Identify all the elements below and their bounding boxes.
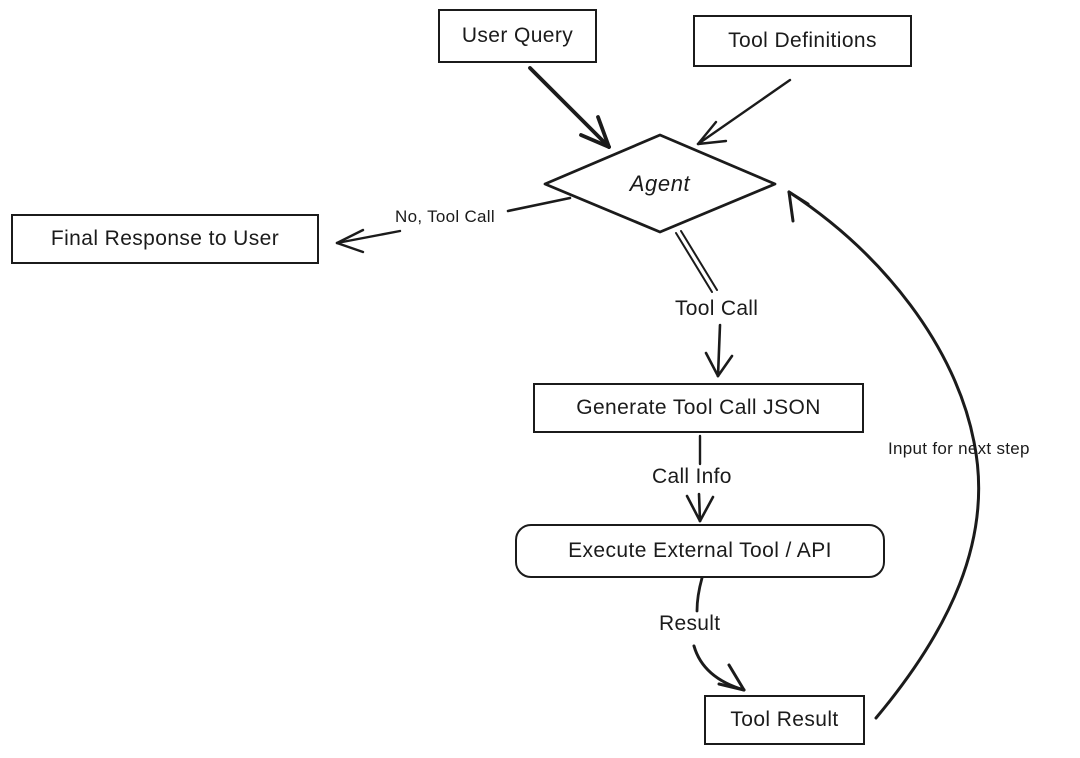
edge-label-call-info: Call Info [652, 465, 732, 488]
node-execute-external-tool-label: Execute External Tool / API [568, 539, 832, 562]
node-execute-external-tool: Execute External Tool / API [515, 524, 885, 578]
node-generate-tool-call-json: Generate Tool Call JSON [533, 383, 864, 433]
node-user-query-label: User Query [461, 24, 574, 47]
edge-user-query-to-agent [528, 66, 611, 149]
node-agent: Agent [545, 135, 775, 232]
node-final-response-label: Final Response to User [50, 227, 280, 250]
node-final-response: Final Response to User [11, 214, 319, 264]
agent-diamond-shape [543, 133, 777, 234]
edge-label-input-for-next-step: Input for next step [888, 439, 1030, 458]
node-tool-definitions-label: Tool Definitions [728, 29, 877, 52]
node-tool-definitions: Tool Definitions [693, 15, 912, 67]
node-generate-tool-call-json-label: Generate Tool Call JSON [576, 396, 821, 419]
edge-tool-result-to-agent [787, 190, 981, 720]
edge-label-tool-call: Tool Call [675, 297, 759, 320]
node-agent-label: Agent [629, 170, 691, 196]
node-user-query: User Query [438, 9, 597, 63]
edge-label-no-tool-call: No, Tool Call [395, 207, 495, 226]
edge-agent-to-generate-json [675, 230, 734, 378]
edge-execute-tool-to-tool-result [692, 576, 746, 692]
edge-label-result: Result [659, 612, 721, 635]
node-tool-result: Tool Result [704, 695, 865, 745]
edge-tool-definitions-to-agent [696, 78, 792, 146]
edge-agent-to-final-response [335, 196, 572, 254]
edge-generate-json-to-execute-tool [685, 434, 715, 523]
node-tool-result-label: Tool Result [730, 708, 839, 731]
